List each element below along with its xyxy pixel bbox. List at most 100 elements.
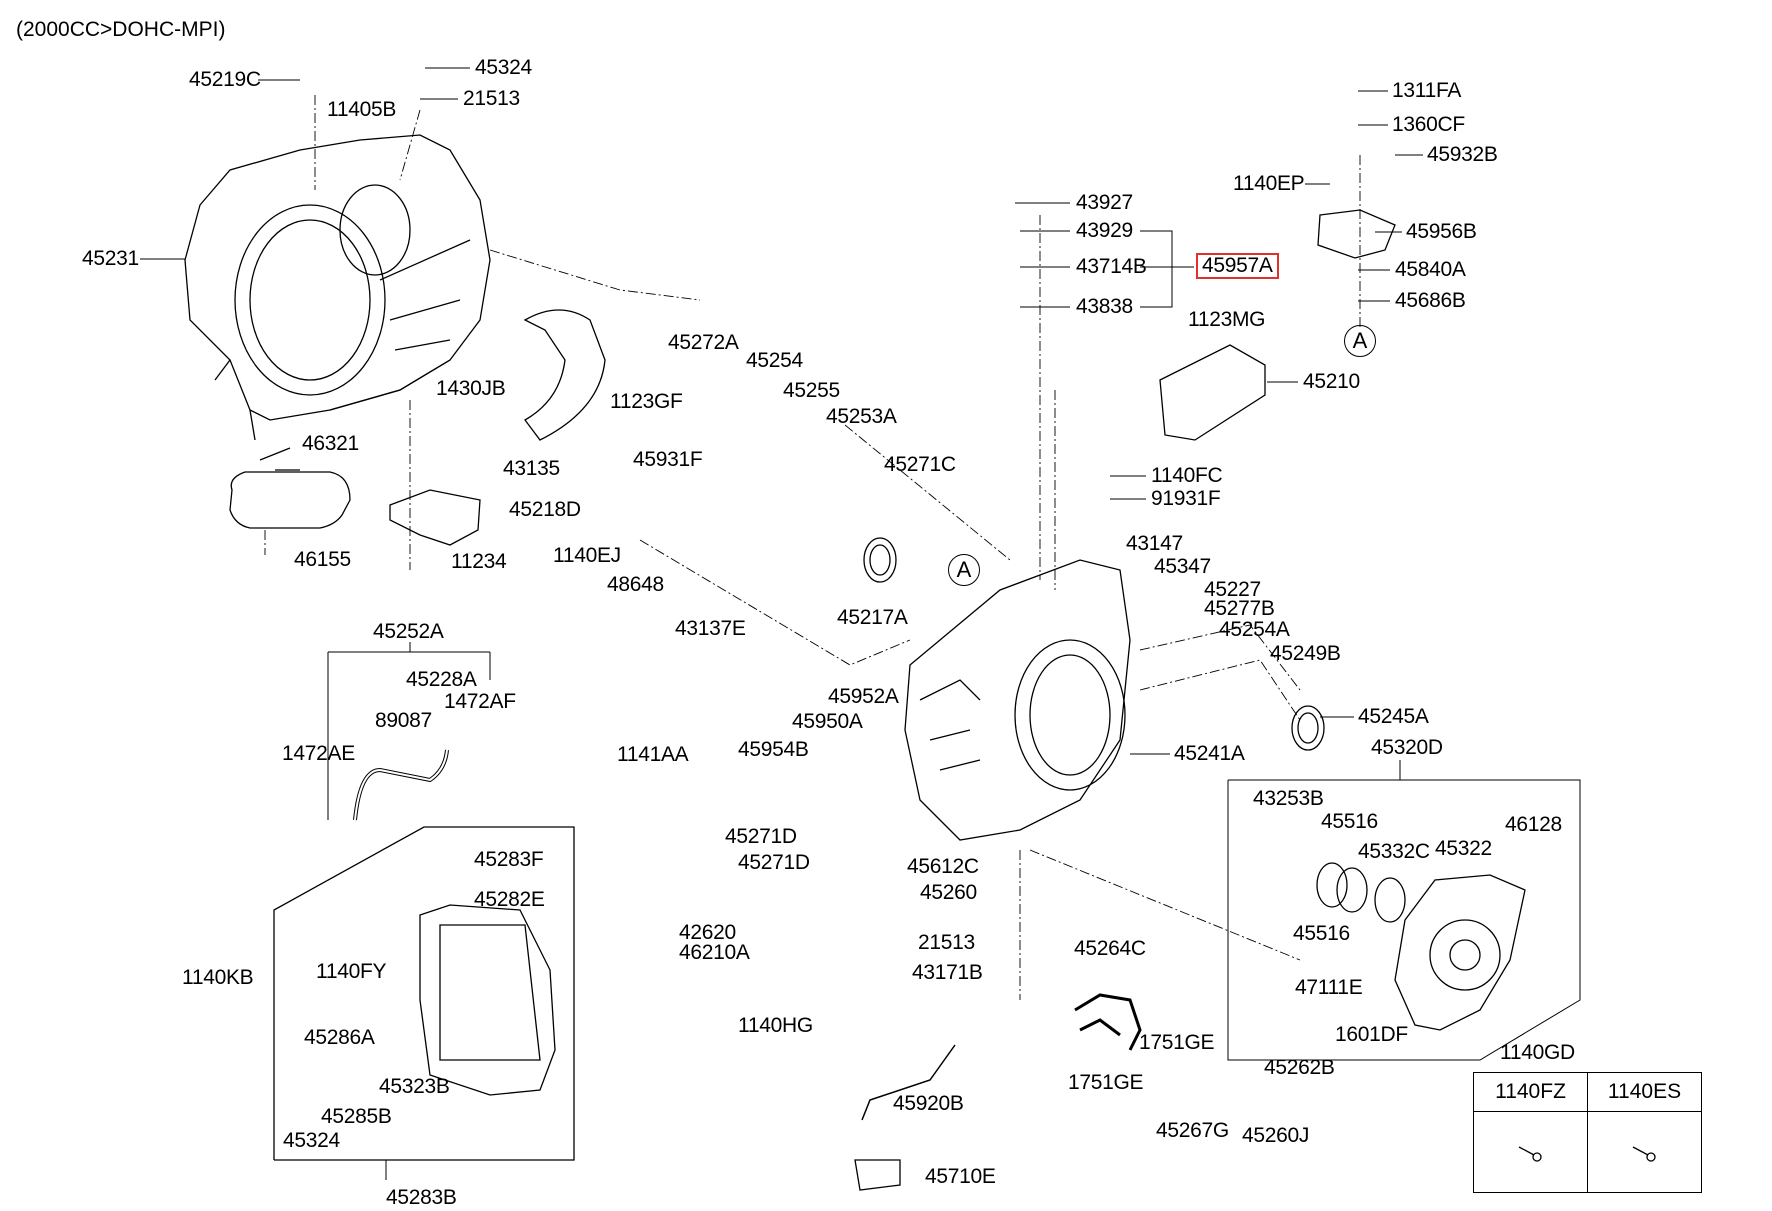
- part-label-45283F[interactable]: 45283F: [474, 848, 544, 871]
- part-label-45952A[interactable]: 45952A: [828, 685, 899, 708]
- part-label-45271D[interactable]: 45271D: [738, 851, 810, 874]
- valve-body-kit-box: [273, 826, 575, 1161]
- part-label-1430JB[interactable]: 1430JB: [436, 377, 506, 400]
- part-label-1140FC[interactable]: 1140FC: [1151, 464, 1223, 487]
- mount-bracket-drawing: [1159, 344, 1266, 441]
- part-label-1123MG[interactable]: 1123MG: [1188, 308, 1266, 331]
- part-label-43838[interactable]: 43838: [1076, 295, 1133, 318]
- part-label-45332C[interactable]: 45332C: [1358, 840, 1430, 863]
- part-label-1472AF[interactable]: 1472AF: [444, 690, 516, 713]
- part-label-91931F[interactable]: 91931F: [1151, 487, 1221, 510]
- part-label-43929[interactable]: 43929: [1076, 219, 1133, 242]
- bracket-drawing: [389, 489, 481, 546]
- part-label-45272A[interactable]: 45272A: [668, 331, 739, 354]
- part-label-43714B[interactable]: 43714B: [1076, 255, 1147, 278]
- legend-header-1140FZ[interactable]: 1140FZ: [1474, 1073, 1588, 1112]
- part-label-45271C[interactable]: 45271C: [884, 453, 956, 476]
- part-label-45255[interactable]: 45255: [783, 379, 840, 402]
- part-label-45920B[interactable]: 45920B: [893, 1092, 964, 1115]
- part-label-1140EP[interactable]: 1140EP: [1233, 172, 1305, 195]
- part-label-45219C[interactable]: 45219C: [189, 68, 261, 91]
- part-label-45254A[interactable]: 45254A: [1219, 618, 1290, 641]
- part-label-45267G[interactable]: 45267G: [1156, 1119, 1229, 1142]
- part-label-45320D[interactable]: 45320D: [1371, 736, 1443, 759]
- part-label-45324[interactable]: 45324: [475, 56, 532, 79]
- part-label-43147[interactable]: 43147: [1126, 532, 1183, 555]
- part-label-45931F[interactable]: 45931F: [633, 448, 703, 471]
- part-label-45322[interactable]: 45322: [1435, 837, 1492, 860]
- part-label-21513[interactable]: 21513: [463, 87, 520, 110]
- part-label-46321[interactable]: 46321: [302, 432, 359, 455]
- part-label-45286A[interactable]: 45286A: [304, 1026, 375, 1049]
- part-label-45217A[interactable]: 45217A: [837, 606, 908, 629]
- part-label-45324[interactable]: 45324: [283, 1129, 340, 1152]
- part-label-43137E[interactable]: 43137E: [675, 617, 746, 640]
- part-label-11405B[interactable]: 11405B: [327, 98, 397, 121]
- part-label-46210A[interactable]: 46210A: [679, 941, 750, 964]
- part-label-43135[interactable]: 43135: [503, 457, 560, 480]
- part-label-1140EJ[interactable]: 1140EJ: [553, 544, 621, 567]
- part-label-45954B[interactable]: 45954B: [738, 738, 809, 761]
- part-label-45516[interactable]: 45516: [1321, 810, 1378, 833]
- part-label-1360CF[interactable]: 1360CF: [1392, 113, 1465, 136]
- part-label-1601DF[interactable]: 1601DF: [1335, 1023, 1408, 1046]
- part-label-45516[interactable]: 45516: [1293, 922, 1350, 945]
- part-label-45323B[interactable]: 45323B: [379, 1075, 450, 1098]
- part-label-45218D[interactable]: 45218D: [509, 498, 581, 521]
- part-label-1141AA[interactable]: 1141AA: [617, 743, 689, 766]
- part-label-45957A-highlighted[interactable]: 45957A: [1196, 253, 1279, 279]
- part-label-42620[interactable]: 42620: [679, 921, 736, 944]
- part-label-1311FA[interactable]: 1311FA: [1392, 79, 1462, 102]
- part-label-45254[interactable]: 45254: [746, 349, 803, 372]
- part-label-45249B[interactable]: 45249B: [1270, 642, 1341, 665]
- part-label-45260J[interactable]: 45260J: [1242, 1124, 1310, 1147]
- part-label-1140FY[interactable]: 1140FY: [316, 960, 387, 983]
- part-label-1140HG[interactable]: 1140HG: [738, 1014, 813, 1037]
- part-label-45231[interactable]: 45231: [82, 247, 139, 270]
- part-label-45260[interactable]: 45260: [920, 881, 977, 904]
- part-label-45282E[interactable]: 45282E: [474, 888, 545, 911]
- part-label-45262B[interactable]: 45262B: [1264, 1056, 1335, 1079]
- part-label-45347[interactable]: 45347: [1154, 555, 1211, 578]
- part-label-47111E[interactable]: 47111E: [1295, 976, 1363, 999]
- part-label-45227[interactable]: 45227: [1204, 578, 1261, 601]
- part-label-43171B[interactable]: 43171B: [912, 961, 983, 984]
- part-label-1751GE[interactable]: 1751GE: [1068, 1071, 1144, 1094]
- part-label-1751GE[interactable]: 1751GE: [1139, 1031, 1215, 1054]
- part-label-43253B[interactable]: 43253B: [1253, 787, 1324, 810]
- part-label-45612C[interactable]: 45612C: [907, 855, 979, 878]
- part-label-1140KB[interactable]: 1140KB: [182, 966, 254, 989]
- part-label-46155[interactable]: 46155: [294, 548, 351, 571]
- fastener-legend-table: 1140FZ 1140ES: [1473, 1072, 1702, 1193]
- part-label-45228A[interactable]: 45228A: [406, 668, 477, 691]
- part-label-45252A[interactable]: 45252A: [373, 620, 444, 643]
- part-label-45932B[interactable]: 45932B: [1427, 143, 1498, 166]
- bolt-icon: [1632, 1146, 1656, 1162]
- part-label-45283B[interactable]: 45283B: [386, 1186, 457, 1209]
- part-label-45253A[interactable]: 45253A: [826, 405, 897, 428]
- part-label-45285B[interactable]: 45285B: [321, 1105, 392, 1128]
- part-label-46128[interactable]: 46128: [1505, 813, 1562, 836]
- part-label-45277B[interactable]: 45277B: [1204, 597, 1275, 620]
- part-label-1123GF[interactable]: 1123GF: [610, 390, 683, 413]
- part-label-45950A[interactable]: 45950A: [792, 710, 863, 733]
- part-label-45241A[interactable]: 45241A: [1174, 742, 1245, 765]
- part-label-45271D[interactable]: 45271D: [725, 825, 797, 848]
- leader-lines: [140, 67, 1581, 1061]
- part-label-43927[interactable]: 43927: [1076, 191, 1133, 214]
- part-label-21513[interactable]: 21513: [918, 931, 975, 954]
- part-label-11234[interactable]: 11234: [451, 550, 507, 573]
- part-label-45210[interactable]: 45210: [1303, 370, 1360, 393]
- part-label-45245A[interactable]: 45245A: [1358, 705, 1429, 728]
- part-label-1472AE[interactable]: 1472AE: [282, 742, 355, 765]
- part-label-45956B[interactable]: 45956B: [1406, 220, 1477, 243]
- converter-housing-drawing: [184, 134, 491, 441]
- part-label-48648[interactable]: 48648: [607, 573, 664, 596]
- part-label-45840A[interactable]: 45840A: [1395, 258, 1466, 281]
- part-label-45264C[interactable]: 45264C: [1074, 937, 1146, 960]
- legend-header-1140ES[interactable]: 1140ES: [1588, 1073, 1701, 1112]
- part-label-89087[interactable]: 89087: [375, 709, 432, 732]
- part-label-45686B[interactable]: 45686B: [1395, 289, 1466, 312]
- part-label-45710E[interactable]: 45710E: [925, 1165, 996, 1188]
- part-label-1140GD[interactable]: 1140GD: [1500, 1041, 1575, 1064]
